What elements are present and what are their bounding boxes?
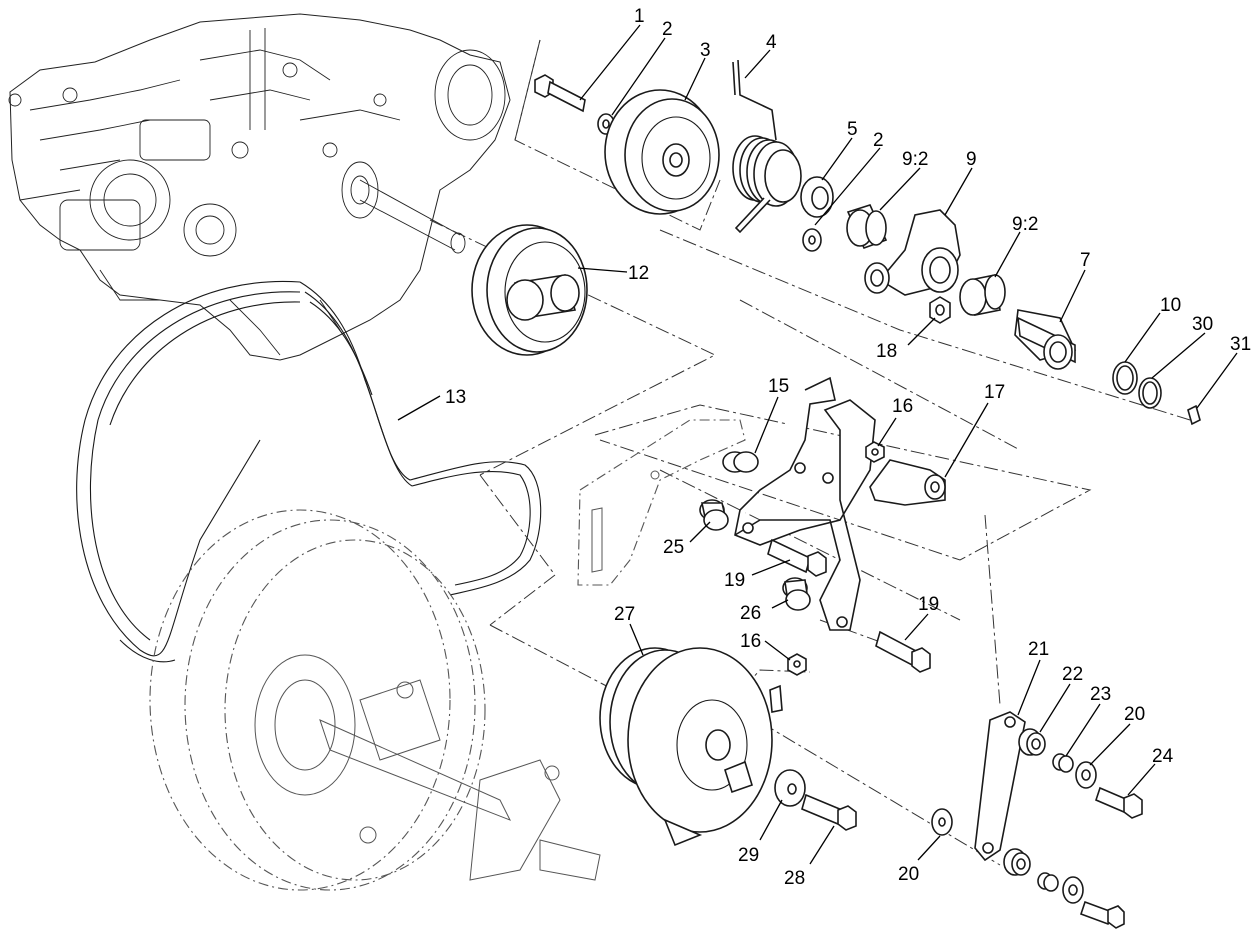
electric-clutch-27 bbox=[599, 647, 783, 847]
callout-16: 16 bbox=[892, 396, 913, 417]
washer-10 bbox=[1112, 361, 1138, 395]
callout-27: 27 bbox=[614, 604, 635, 625]
retaining-ring-30 bbox=[1138, 377, 1162, 409]
spacer-25 bbox=[699, 499, 729, 531]
callout-labels: 1 2 3 4 5 2 9:2 9 9:2 7 12 10 30 31 18 1… bbox=[445, 6, 1251, 889]
bolt-19-upper bbox=[767, 538, 827, 577]
idler-pulley-3 bbox=[604, 89, 720, 215]
callout-20: 20 bbox=[1124, 704, 1145, 725]
callout-22: 22 bbox=[1062, 664, 1083, 685]
pivot-shaft-7 bbox=[1014, 309, 1077, 370]
washer-2-lower bbox=[802, 228, 822, 252]
grease-fitting-31 bbox=[1187, 404, 1201, 426]
callout-10: 10 bbox=[1160, 295, 1181, 316]
engine-pulley-12 bbox=[471, 224, 588, 356]
callout-15: 15 bbox=[768, 376, 789, 397]
callout-28: 28 bbox=[784, 868, 805, 889]
callout-9: 9 bbox=[966, 149, 977, 170]
callout-4: 4 bbox=[766, 32, 777, 53]
washer-20-upper bbox=[1075, 761, 1097, 789]
nut-18 bbox=[929, 296, 951, 324]
bolt-19-lower bbox=[875, 630, 931, 673]
washer-29 bbox=[774, 769, 806, 807]
callout-9-2: 9:2 bbox=[902, 149, 928, 170]
callout-30: 30 bbox=[1192, 314, 1213, 335]
callout-7: 7 bbox=[1080, 250, 1091, 271]
callout-12: 12 bbox=[628, 263, 649, 284]
callout-19: 19 bbox=[724, 570, 745, 591]
nut-16-upper bbox=[865, 441, 885, 463]
link-21 bbox=[974, 711, 1026, 862]
callout-5: 5 bbox=[847, 119, 858, 140]
callout-3: 3 bbox=[700, 40, 711, 61]
bolt-28 bbox=[801, 793, 857, 831]
spacer-5 bbox=[800, 176, 834, 218]
callout-9-2: 9:2 bbox=[1012, 214, 1038, 235]
leader-lines bbox=[397, 24, 1238, 865]
bolt-24 bbox=[1095, 786, 1143, 819]
nut-16-lower bbox=[787, 653, 807, 676]
callout-21: 21 bbox=[1028, 639, 1049, 660]
callout-1: 1 bbox=[634, 6, 645, 27]
belt-13 bbox=[76, 280, 542, 663]
callout-13: 13 bbox=[445, 387, 466, 408]
spacer-15 bbox=[722, 451, 759, 473]
callout-25: 25 bbox=[663, 537, 684, 558]
phantom-drive-assembly bbox=[149, 509, 601, 891]
bracket-17 bbox=[869, 459, 946, 506]
callout-2: 2 bbox=[662, 19, 673, 40]
phantom-bracket bbox=[577, 419, 746, 586]
mount-plate bbox=[734, 376, 876, 631]
spacer-26 bbox=[782, 577, 811, 611]
callout-31: 31 bbox=[1230, 334, 1251, 355]
lower-link-hardware bbox=[1003, 848, 1125, 929]
callout-24: 24 bbox=[1152, 746, 1174, 767]
bearing-22-upper bbox=[1018, 728, 1046, 756]
torsion-spring-4 bbox=[732, 59, 802, 234]
callout-29: 29 bbox=[738, 845, 759, 866]
callout-18: 18 bbox=[876, 341, 897, 362]
callout-20: 20 bbox=[898, 864, 919, 885]
spacer-23-upper bbox=[1052, 753, 1074, 773]
callout-17: 17 bbox=[984, 382, 1005, 403]
callout-16: 16 bbox=[740, 631, 761, 652]
bushing-9-2-second bbox=[959, 274, 1006, 316]
washer-20-lower bbox=[931, 808, 953, 836]
bushing-9-2-first bbox=[846, 204, 888, 250]
callout-23: 23 bbox=[1090, 684, 1111, 705]
callout-2: 2 bbox=[873, 130, 884, 151]
bolt-1 bbox=[534, 74, 586, 113]
callout-26: 26 bbox=[740, 603, 761, 624]
idler-arm-9 bbox=[864, 209, 961, 296]
callout-19: 19 bbox=[918, 594, 939, 615]
engine-block bbox=[8, 13, 511, 361]
